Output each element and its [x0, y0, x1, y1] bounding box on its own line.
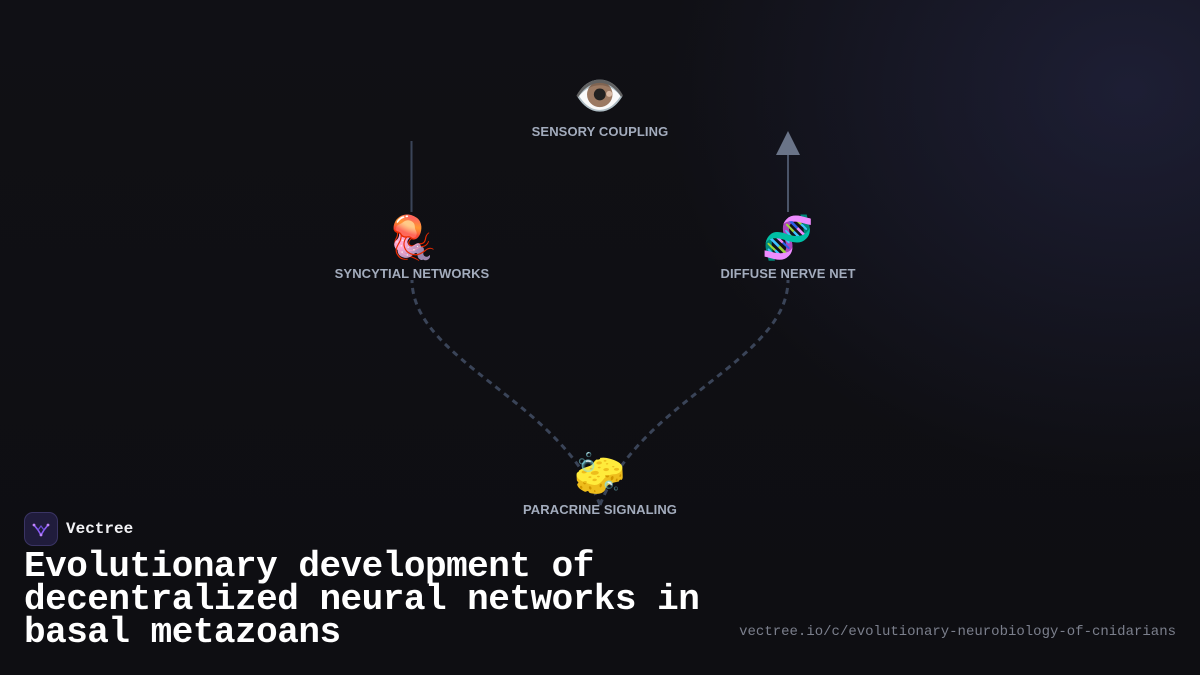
source-url[interactable]: vectree.io/c/evolutionary-neurobiology-o…: [739, 624, 1176, 640]
edge-paracrine-to-syncytial: [410, 279, 602, 506]
node-label: PARACRINE SIGNALING: [522, 502, 678, 517]
node-paracrine-signaling[interactable]: 🧽 PARACRINE SIGNALING: [480, 448, 720, 517]
node-diffuse-nerve-net[interactable]: 🧬 DIFFUSE NERVE NET: [668, 212, 908, 281]
vectree-logo-icon: [24, 512, 58, 546]
eye-icon: 👁️: [573, 72, 627, 119]
node-label: SENSORY COUPLING: [531, 124, 669, 139]
node-syncytial-networks[interactable]: 🪼 SYNCYTIAL NETWORKS: [292, 212, 532, 281]
jellyfish-icon: 🪼: [385, 214, 439, 261]
sponge-icon: 🧽: [573, 450, 627, 497]
node-label: DIFFUSE NERVE NET: [720, 266, 856, 281]
node-sensory-coupling[interactable]: 👁️ SENSORY COUPLING: [480, 70, 720, 139]
page-title: Evolutionary development of decentralize…: [24, 546, 700, 653]
hydra-polyp-icon: 🧬: [761, 214, 815, 261]
brand-name: Vectree: [66, 520, 134, 538]
edge-paracrine-to-diffuse: [598, 279, 790, 506]
brand[interactable]: Vectree: [24, 512, 133, 546]
node-label: SYNCYTIAL NETWORKS: [334, 266, 490, 281]
